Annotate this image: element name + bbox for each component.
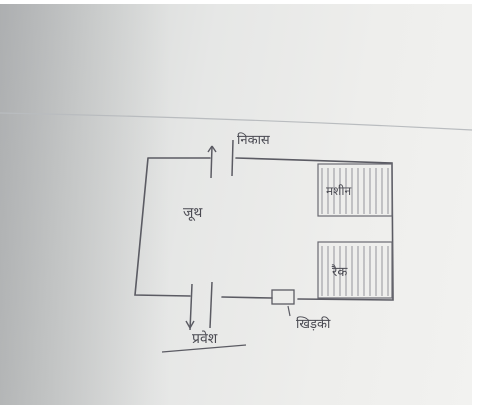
paper-shadow <box>0 0 170 405</box>
entry-label: प्रवेश <box>192 331 218 347</box>
rack-label: रैक <box>332 265 348 280</box>
cell-label: जूथ <box>183 205 203 221</box>
entry-door-post-right <box>209 281 213 329</box>
exit-label: निकास <box>237 133 270 148</box>
window-label: खिड़की <box>296 317 331 332</box>
exit-door-post-left <box>210 145 213 179</box>
room-outline <box>134 157 394 301</box>
entry-arrow <box>185 320 195 329</box>
frame-right-border <box>472 0 480 405</box>
entry-door-post-left <box>189 283 193 331</box>
frame-top-border <box>0 0 480 4</box>
rack-block <box>317 241 393 299</box>
machine-label: मशीन <box>326 184 352 198</box>
window-box <box>271 289 295 305</box>
exit-arrow <box>207 145 217 153</box>
paper-ruled-line <box>0 112 473 131</box>
machine-block <box>317 163 393 217</box>
entry-label-underline <box>161 344 247 353</box>
exit-door-post-right <box>231 139 234 177</box>
window-pointer <box>287 305 291 317</box>
